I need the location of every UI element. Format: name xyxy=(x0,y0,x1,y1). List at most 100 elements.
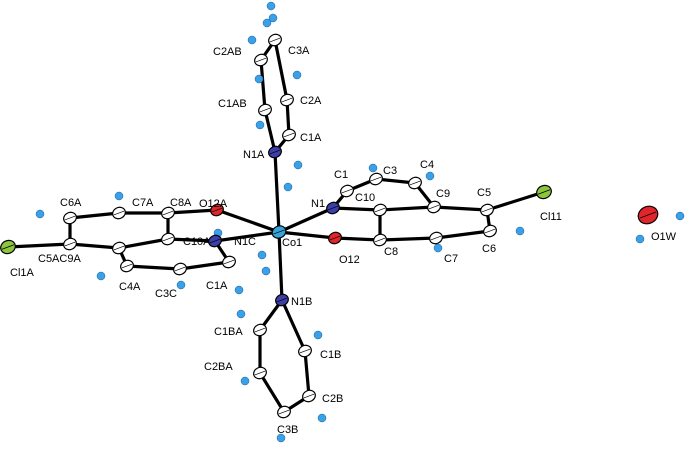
label-c3a: C3A xyxy=(288,45,310,57)
hydrogen-atom xyxy=(266,1,276,11)
bond-c8-c7 xyxy=(378,236,438,242)
atom-cl1a xyxy=(0,239,16,255)
atom-c3a xyxy=(268,33,282,47)
bond-c5-c9 xyxy=(432,205,489,212)
atom-c4a xyxy=(120,259,134,273)
hydrogen-atom xyxy=(433,243,443,253)
atom-c5a xyxy=(63,237,77,251)
atom-cl11 xyxy=(536,184,552,200)
bond-c10a-n1c xyxy=(166,237,217,243)
hydrogen-atom xyxy=(234,285,244,295)
atom-c6a xyxy=(63,211,77,225)
atom-n1a xyxy=(268,145,282,159)
hydrogen-atom xyxy=(317,413,327,423)
label-combined-c5a-c9a: C5AC9A xyxy=(38,253,81,265)
hydrogen-atom xyxy=(35,209,45,219)
atom-c1ba xyxy=(253,323,267,337)
atom-o12a xyxy=(210,203,224,217)
atom-o12 xyxy=(328,231,342,245)
label-o12: O12 xyxy=(339,254,360,266)
bond-layer xyxy=(6,38,546,414)
bond-n1b-c1b xyxy=(280,298,307,353)
atom-c8a xyxy=(161,206,175,220)
atom-c10a xyxy=(161,232,175,246)
bond-co1-o12a xyxy=(215,208,281,234)
label-c7: C7 xyxy=(444,253,458,265)
atom-n1b xyxy=(275,293,289,307)
atom-n1 xyxy=(326,201,340,215)
hydrogen-atom xyxy=(257,250,267,260)
bond-c1abot-c3c xyxy=(178,260,231,271)
label-c1abot: C1A xyxy=(206,280,228,292)
hydrogen-atom xyxy=(96,271,106,281)
bond-c10-n1 xyxy=(331,206,382,212)
label-c7a: C7A xyxy=(132,197,154,209)
bond-co1-n1c xyxy=(213,230,281,243)
label-c8: C8 xyxy=(384,246,398,258)
label-n1c: N1C xyxy=(234,236,256,248)
label-c2ab: C2AB xyxy=(213,46,242,58)
hydrogen-atom xyxy=(293,160,303,170)
hydrogen-atom xyxy=(176,280,186,290)
label-c10a: C10A xyxy=(183,236,211,248)
hydrogen-atom xyxy=(240,376,250,386)
bond-co1-n1b xyxy=(277,230,284,302)
bond-c2ab-c1ab xyxy=(259,58,267,112)
atom-co1 xyxy=(271,225,287,239)
atom-n1c xyxy=(208,234,222,248)
bond-c5a-cl1a xyxy=(6,242,72,249)
atom-c3 xyxy=(369,172,383,186)
bond-c7-c6 xyxy=(434,229,492,240)
bond-c1ab-n1a xyxy=(263,108,277,154)
hydrogen-atom xyxy=(276,433,286,443)
label-cl1a: Cl1A xyxy=(10,267,35,279)
atom-c6 xyxy=(483,224,497,238)
hydrogen-atom xyxy=(635,234,645,244)
label-c1: C1 xyxy=(334,169,348,181)
label-c10: C10 xyxy=(355,192,375,204)
atom-o1w xyxy=(637,205,659,225)
label-c3b: C3B xyxy=(277,424,298,436)
label-n1a: N1A xyxy=(243,149,265,161)
label-cl11: Cl11 xyxy=(540,211,562,223)
label-c1ab: C1AB xyxy=(218,98,247,110)
atom-c1 xyxy=(340,184,354,198)
label-layer: C5AC9A Co1N1N1AN1BN1CO12O12AO1WCl1ACl11C… xyxy=(10,45,677,436)
label-c4: C4 xyxy=(420,159,434,171)
atom-c8 xyxy=(373,233,387,247)
label-o12a: O12A xyxy=(199,198,228,210)
hydrogen-atom xyxy=(254,74,264,84)
label-o1w: O1W xyxy=(651,231,677,243)
atom-c1abot xyxy=(222,255,236,269)
bond-c8-o12 xyxy=(333,236,382,242)
label-c4a: C4A xyxy=(119,281,141,293)
bond-c7a-c6a xyxy=(68,211,121,220)
label-c1b: C1B xyxy=(320,349,341,361)
hydrogen-atom xyxy=(425,171,435,181)
bond-c5a-c9a xyxy=(68,242,121,250)
hydrogen-atom xyxy=(515,226,525,236)
label-n1b: N1B xyxy=(291,296,312,308)
atom-c3c xyxy=(173,262,187,276)
atom-c9a xyxy=(112,241,126,255)
label-c3: C3 xyxy=(383,165,397,177)
atom-c7a xyxy=(112,206,126,220)
hydrogen-atom xyxy=(292,70,302,80)
atom-c2b xyxy=(302,389,316,403)
atom-c3b xyxy=(277,405,291,419)
atom-c10 xyxy=(373,203,387,217)
hydrogen-atom xyxy=(283,182,293,192)
label-c9: C9 xyxy=(436,188,450,200)
bond-co1-n1 xyxy=(277,206,335,234)
hydrogen-atom xyxy=(368,163,378,173)
hydrogen-atom xyxy=(262,18,272,28)
label-c8a: C8A xyxy=(170,197,192,209)
atom-c5 xyxy=(480,203,494,217)
atom-c1a xyxy=(282,128,296,142)
bond-c3c-c4a xyxy=(125,264,182,271)
hydrogen-atom xyxy=(268,13,278,23)
atom-c7 xyxy=(429,231,443,245)
atom-c1ab xyxy=(258,103,272,117)
atom-c2ba xyxy=(253,366,267,380)
